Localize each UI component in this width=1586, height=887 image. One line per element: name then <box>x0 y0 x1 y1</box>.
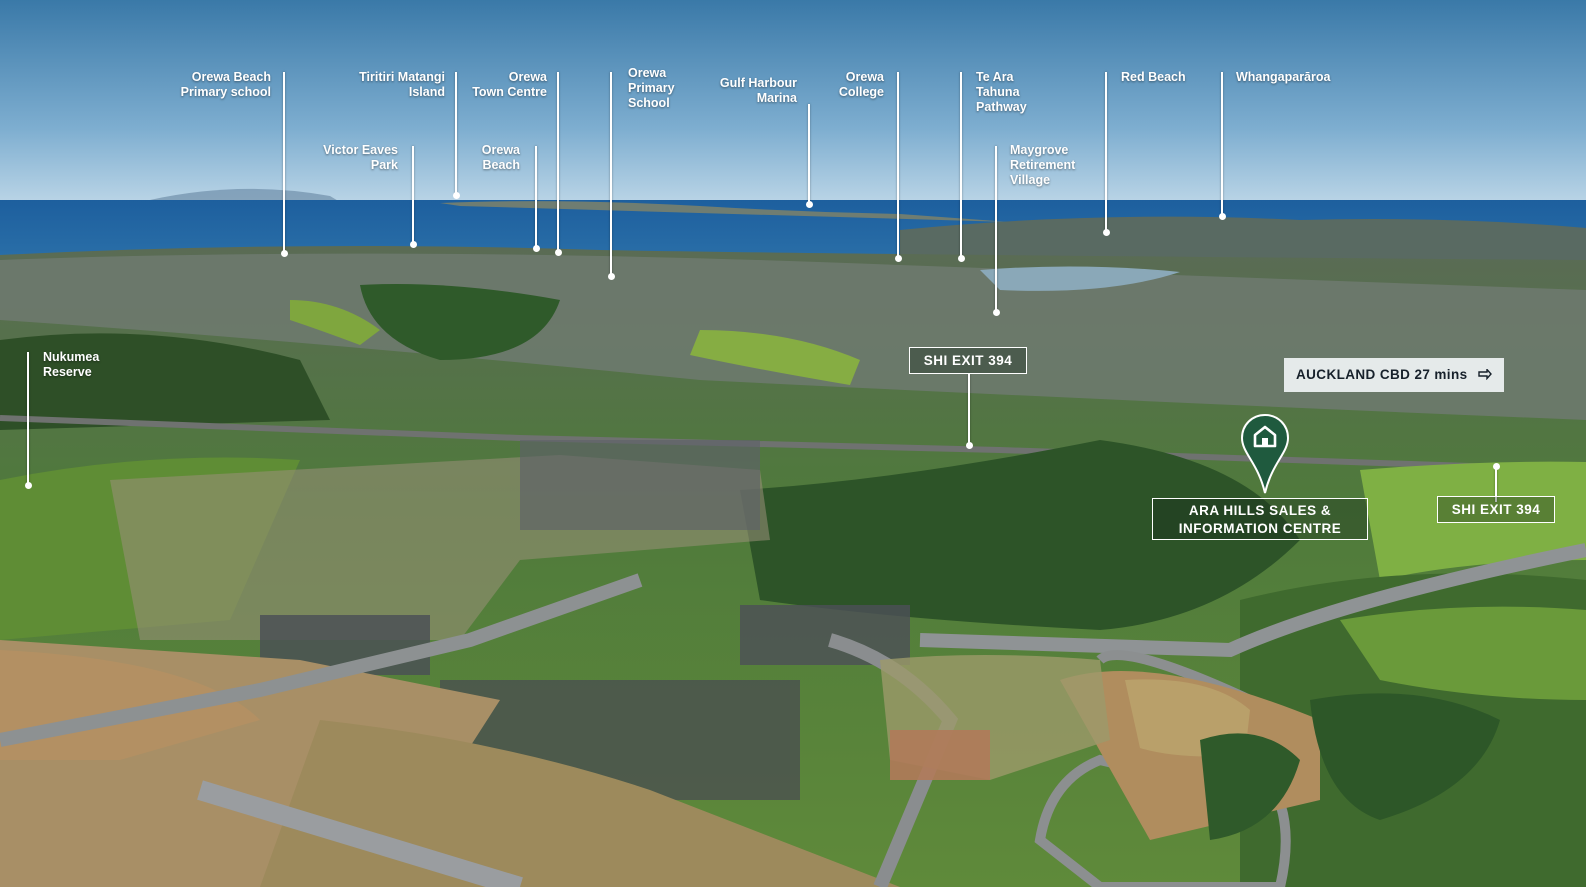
pin-line-tiritiri <box>455 72 457 196</box>
arrow-right-icon <box>1477 367 1492 382</box>
pin-line-gulf-harbour <box>808 104 810 204</box>
pin-dot <box>453 192 460 199</box>
pin-line-orewa-beach <box>535 146 537 248</box>
pin-dot <box>1493 463 1500 470</box>
pin-dot <box>966 442 973 449</box>
label-maygrove: Maygrove Retirement Village <box>1010 143 1076 187</box>
label-orewa-beach-primary: Orewa Beach Primary school <box>180 70 271 99</box>
auckland-cbd-callout: AUCKLAND CBD 27 mins <box>1284 358 1504 392</box>
pin-dot <box>555 249 562 256</box>
pin-line-victor-eaves <box>412 146 414 244</box>
label-red-beach: Red Beach <box>1121 70 1186 84</box>
pin-dot <box>608 273 615 280</box>
label-orewa-town-centre: Orewa Town Centre <box>472 70 547 99</box>
pin-dot <box>1103 229 1110 236</box>
pin-line-nukumea <box>27 352 29 486</box>
pin-dot <box>993 309 1000 316</box>
pin-line-maygrove <box>995 146 997 312</box>
label-victor-eaves: Victor Eaves Park <box>323 143 398 172</box>
label-whangaparaoa: Whangaparāroa <box>1236 70 1331 84</box>
pin-dot <box>25 482 32 489</box>
pin-dot <box>806 201 813 208</box>
pin-line-orewa-primary <box>610 72 612 276</box>
label-orewa-beach: Orewa Beach <box>481 143 520 172</box>
pin-line-orewa-beach-primary <box>283 72 285 254</box>
pin-line-shi-exit-center <box>968 374 970 446</box>
label-tiritiri: Tiritiri Matangi Island <box>359 70 445 99</box>
label-gulf-harbour: Gulf Harbour Marina <box>719 76 797 105</box>
label-nukumea: Nukumea Reserve <box>43 350 100 379</box>
home-location-marker-icon <box>1240 413 1290 497</box>
shi-exit-callout-right: SHI EXIT 394 <box>1437 496 1555 523</box>
pin-dot <box>533 245 540 252</box>
pin-line-orewa-town-centre <box>557 72 559 252</box>
pin-line-shi-exit-right <box>1495 466 1497 502</box>
ara-hills-sales-centre-callout: ARA HILLS SALES & INFORMATION CENTRE <box>1152 498 1368 540</box>
pin-line-orewa-college <box>897 72 899 258</box>
pin-line-te-ara-tahuna <box>960 72 962 258</box>
label-orewa-college: Orewa College <box>838 70 884 99</box>
pin-line-whangaparaoa <box>1221 72 1223 216</box>
pin-dot <box>1219 213 1226 220</box>
pin-dot <box>281 250 288 257</box>
pin-line-red-beach <box>1105 72 1107 232</box>
auckland-cbd-label: AUCKLAND CBD 27 mins <box>1296 367 1468 382</box>
label-te-ara-tahuna: Te Ara Tahuna Pathway <box>976 70 1027 114</box>
shi-exit-callout-center: SHI EXIT 394 <box>909 347 1027 374</box>
pin-dot <box>895 255 902 262</box>
pin-dot <box>410 241 417 248</box>
pin-dot <box>958 255 965 262</box>
label-orewa-primary: Orewa Primary School <box>628 66 675 110</box>
